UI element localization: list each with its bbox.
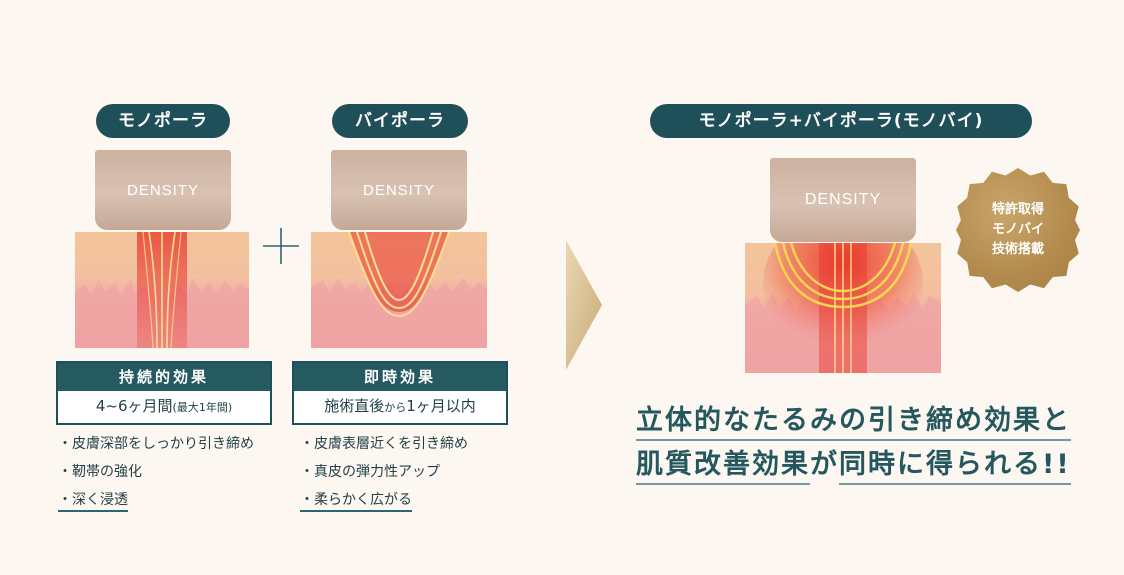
headline-line-1: 立体的なたるみの引き締め効果と xyxy=(636,398,1071,441)
immediate-effect-duration: 施術直後から1ヶ月以内 xyxy=(324,397,476,415)
list-item: ・靭帯の強化 xyxy=(58,464,142,480)
immediate-effect-box: 即時効果 施術直後から1ヶ月以内 xyxy=(292,361,508,425)
list-item: ・柔らかく広がる xyxy=(300,486,468,514)
immediate-effect-title: 即時効果 xyxy=(294,363,506,391)
skin-diagram-monopolar xyxy=(75,232,249,348)
sustained-effect-duration: 4~6ヶ月間(最大1年間) xyxy=(95,397,233,415)
skin-diagram-combined xyxy=(745,243,941,373)
sustained-effect-box: 持続的効果 4~6ヶ月間(最大1年間) xyxy=(56,361,272,425)
device-brand-text: DENSITY xyxy=(362,181,435,199)
list-item: ・深く浸透 xyxy=(58,486,254,514)
density-device-combined: DENSITY xyxy=(770,158,916,242)
bipolar-benefits-list: ・皮膚表層近くを引き締め ・真皮の弾力性アップ ・柔らかく広がる xyxy=(300,430,468,514)
patent-badge: 特許取得 モノバイ 技術搭載 xyxy=(956,168,1080,292)
headline-line-2: 肌質改善効果が同時に得られる!! xyxy=(636,442,1071,485)
monopolar-label: モノポーラ xyxy=(96,104,230,138)
list-item: ・皮膚深部をしっかり引き締め xyxy=(58,436,254,452)
device-brand-text: DENSITY xyxy=(804,191,882,208)
density-device-bipolar: DENSITY xyxy=(331,150,467,230)
combined-label: モノポーラ+バイポーラ(モノバイ) xyxy=(650,104,1032,138)
density-device-monopolar: DENSITY xyxy=(95,150,231,230)
monopolar-benefits-list: ・皮膚深部をしっかり引き締め ・靭帯の強化 ・深く浸透 xyxy=(58,430,254,514)
list-item: ・真皮の弾力性アップ xyxy=(300,464,440,480)
device-brand-text: DENSITY xyxy=(126,181,199,199)
skin-diagram-bipolar xyxy=(311,232,487,348)
chevron-right-arrow-icon xyxy=(566,240,602,370)
bipolar-label: バイポーラ xyxy=(332,104,468,138)
list-item: ・皮膚表層近くを引き締め xyxy=(300,436,468,452)
plus-icon xyxy=(263,228,299,264)
sustained-effect-title: 持続的効果 xyxy=(58,363,270,391)
